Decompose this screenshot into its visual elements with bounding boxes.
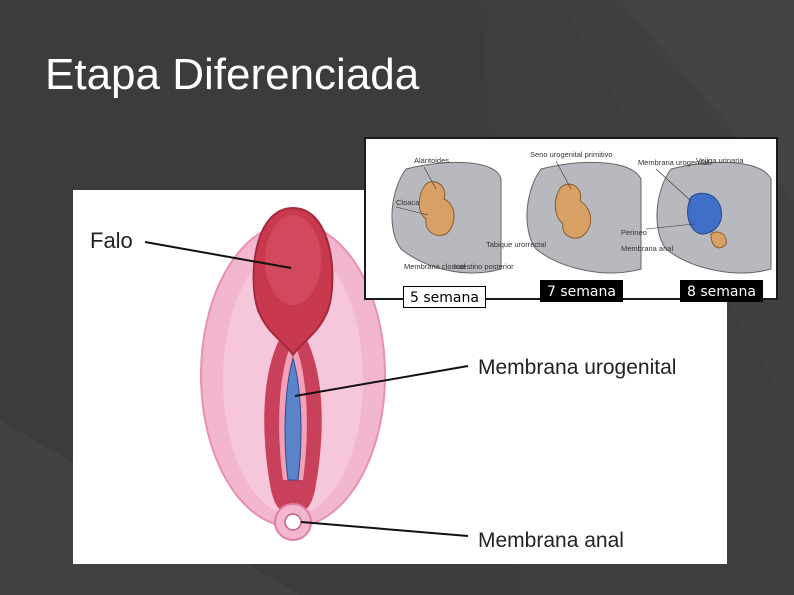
- inset-label-cloaca: Cloaca: [396, 198, 420, 207]
- anal-membrane: [285, 514, 301, 530]
- inset-label-tabique: Tabique urorrectal: [486, 240, 546, 249]
- inset-label-intestino: Intestino posterior: [454, 262, 514, 271]
- label-membrana-urogenital: Membrana urogenital: [478, 356, 676, 379]
- week-label-5: 5 semana: [403, 286, 486, 308]
- slide-title: Etapa Diferenciada: [45, 50, 419, 100]
- inset-label-perineo: Perineo: [621, 228, 647, 237]
- inset-label-seno: Seno urogenital primitivo: [530, 150, 613, 159]
- label-falo: Falo: [90, 228, 133, 253]
- inset-label-alantoides: Alantoides: [414, 156, 449, 165]
- inset-label-membrana-anal: Membrana anal: [621, 244, 673, 253]
- cloaca-division-inset: Alantoides Seno urogenital primitivo Mem…: [364, 137, 778, 300]
- inset-label-vejiga: Vejiga urinaria: [696, 156, 744, 165]
- anal-leader: [301, 522, 468, 536]
- inset-diagram: Alantoides Seno urogenital primitivo Mem…: [366, 139, 776, 298]
- urinary-bladder: [688, 193, 722, 234]
- week-label-7: 7 semana: [540, 280, 623, 302]
- phallus-highlight: [265, 215, 321, 305]
- week-label-8: 8 semana: [680, 280, 763, 302]
- label-membrana-anal: Membrana anal: [478, 529, 624, 552]
